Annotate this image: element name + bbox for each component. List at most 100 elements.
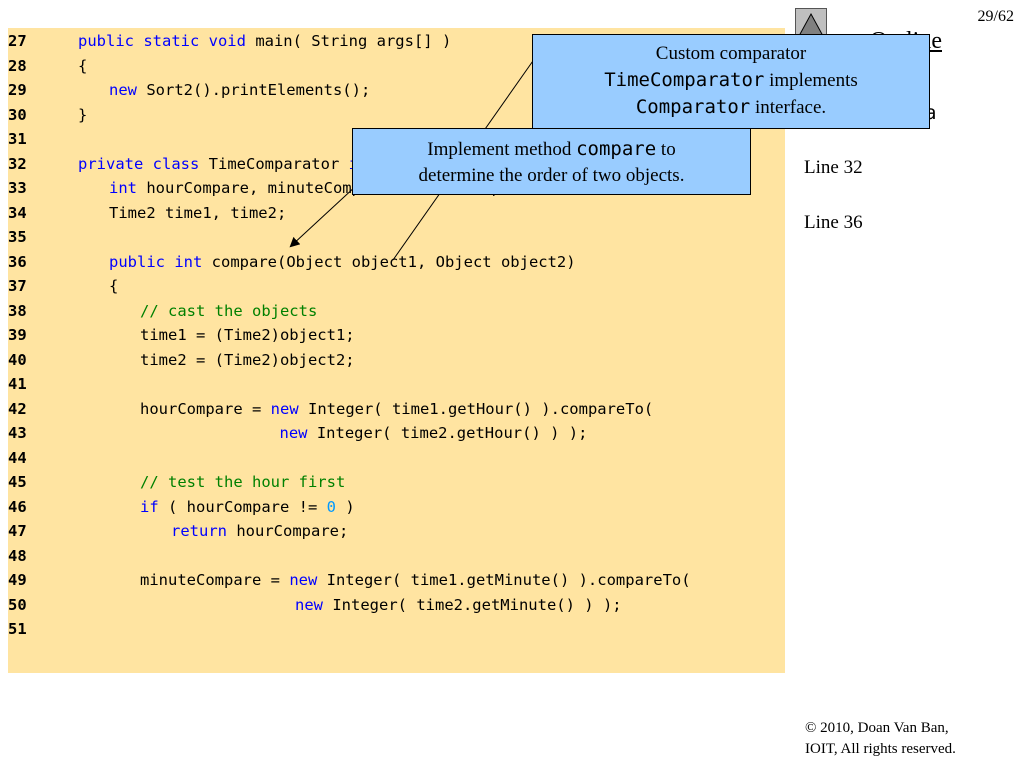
code-token: new	[270, 399, 299, 418]
callout-interface-word: interface.	[754, 97, 827, 118]
code-text: // cast the objects	[140, 299, 317, 323]
code-token: private class	[78, 154, 200, 173]
code-line: 41	[8, 372, 785, 396]
line-number: 48	[8, 546, 27, 565]
line-number: 32	[8, 154, 27, 173]
line-number: 42	[8, 399, 27, 418]
code-text: if ( hourCompare != 0 )	[140, 495, 355, 519]
code-token: TimeComparator	[199, 154, 349, 173]
line-number: 33	[8, 179, 27, 197]
code-text: hourCompare = new Integer( time1.getHour…	[140, 397, 653, 421]
code-line: 38 // cast the objects	[8, 299, 785, 323]
code-token: hourCompare =	[140, 399, 271, 418]
code-text: }	[78, 103, 87, 127]
line-number: 37	[8, 277, 27, 295]
code-line: 29 new Sort2().printElements();	[8, 78, 785, 102]
line-number: 35	[8, 228, 27, 246]
code-text: {	[78, 54, 87, 78]
outline-file-label: a	[925, 102, 937, 124]
line-number: 38	[8, 301, 27, 320]
code-line: 28 {	[8, 54, 785, 78]
code-token: // test the hour first	[140, 473, 346, 491]
callout-implements-word: implements	[769, 70, 858, 91]
code-token: ( hourCompare !=	[158, 497, 327, 516]
code-line: 30}	[8, 103, 785, 127]
line-number: 29	[8, 81, 27, 99]
line-number: 46	[8, 497, 27, 516]
line-number: 40	[8, 350, 27, 369]
callout-mid-text-before: Implement method	[427, 139, 572, 160]
code-token: Time2 time1, time2;	[109, 203, 287, 222]
code-text: new Integer( time2.getHour() ) );	[280, 421, 588, 445]
code-line: 39 time1 = (Time2)object1;	[8, 323, 785, 347]
callout-mid-line2: determine the order of two objects.	[418, 165, 685, 186]
line-number: 28	[8, 56, 27, 75]
code-token: main( String args[] )	[245, 32, 452, 50]
line-number: 43	[8, 424, 27, 442]
line-number: 41	[8, 375, 27, 393]
callout-method-name: compare	[576, 138, 657, 160]
code-token: minuteCompare =	[140, 571, 290, 589]
code-token: compare(Object object1, Object object2)	[202, 252, 576, 271]
code-token: return	[171, 522, 227, 540]
side-note-line32: Line 32	[804, 157, 863, 178]
line-number: 50	[8, 595, 27, 614]
code-token: public int	[109, 252, 203, 271]
code-token: Integer( time2.getMinute() ) );	[323, 595, 622, 614]
page-number: 29/62	[977, 8, 1014, 25]
callout-custom-comparator: Custom comparator TimeComparator impleme…	[532, 34, 930, 129]
code-token: {	[109, 277, 119, 295]
code-token: time1 = (Time2)object1;	[140, 326, 355, 344]
code-token: new	[295, 595, 323, 614]
callout-top-line1: Custom comparator	[655, 43, 807, 64]
code-line: 40 time2 = (Time2)object2;	[8, 348, 785, 372]
code-line: 51	[8, 617, 785, 641]
code-text: minuteCompare = new Integer( time1.getMi…	[140, 568, 691, 592]
arrow-to-line-36	[289, 184, 358, 248]
code-text: new Sort2().printElements();	[109, 78, 370, 102]
code-line: 34 Time2 time1, time2;	[8, 201, 785, 225]
copyright-line1: © 2010, Doan Van Ban,	[805, 720, 949, 736]
code-line: 36 public int compare(Object object1, Obj…	[8, 250, 785, 274]
line-number: 45	[8, 473, 27, 491]
copyright-line2: IOIT, All rights reserved.	[805, 741, 956, 757]
code-line: 31	[8, 127, 785, 151]
code-text: Time2 time1, time2;	[109, 201, 286, 225]
code-line: 43 new Integer( time2.getHour() ) );	[8, 421, 785, 445]
code-token: Integer( time2.getHour() ) );	[307, 424, 588, 442]
line-number: 39	[8, 326, 27, 344]
line-number: 30	[8, 105, 27, 124]
callout-mid-text-after: to	[660, 139, 676, 160]
code-text: time2 = (Time2)object2;	[140, 348, 355, 372]
line-number: 34	[8, 203, 27, 222]
code-token: new	[109, 81, 137, 99]
line-number: 31	[8, 130, 27, 148]
code-text: time1 = (Time2)object1;	[140, 323, 355, 347]
code-line: 42 hourCompare = new Integer( time1.getHo…	[8, 397, 785, 421]
line-number: 44	[8, 448, 27, 467]
copyright: © 2010, Doan Van Ban, IOIT, All rights r…	[805, 718, 956, 760]
callout-top-line2: TimeComparator implements	[533, 67, 929, 94]
code-line: 44	[8, 446, 785, 470]
code-line: 37 {	[8, 274, 785, 298]
line-number: 36	[8, 252, 27, 271]
code-line: 46 if ( hourCompare != 0 )	[8, 495, 785, 519]
code-text: // test the hour first	[140, 470, 345, 494]
line-number: 47	[8, 522, 27, 540]
code-token: {	[78, 56, 88, 75]
code-token: new	[279, 424, 308, 442]
side-note-line36: Line 36	[804, 212, 863, 233]
code-token: }	[78, 105, 88, 124]
code-token: Sort2().printElements();	[137, 81, 371, 99]
callout-implement-compare: Implement method compare to determine th…	[352, 128, 751, 195]
callout-class-name: TimeComparator	[604, 69, 765, 91]
code-token: int	[109, 179, 137, 197]
code-token: Integer( time1.getMinute() ).compareTo(	[317, 571, 691, 589]
code-token: )	[336, 497, 355, 516]
code-line: 48	[8, 544, 785, 568]
code-text: public int compare(Object object1, Objec…	[109, 250, 576, 274]
code-line: 35	[8, 225, 785, 249]
